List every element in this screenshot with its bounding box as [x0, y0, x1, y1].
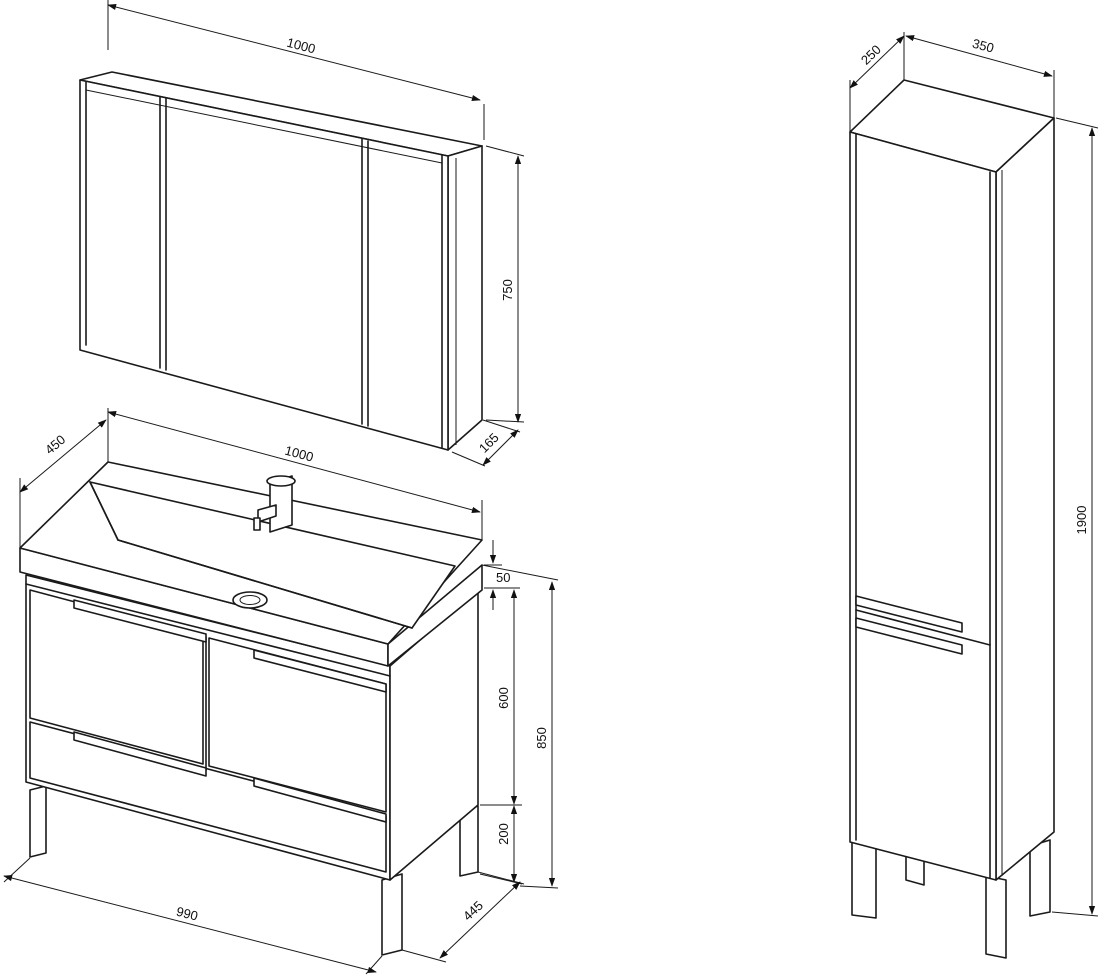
sink-thickness-label: 50: [496, 570, 510, 585]
tall-cabinet-leg: [851, 841, 877, 919]
tall-cabinet-leg: [1029, 839, 1051, 917]
drain-icon: [232, 591, 268, 609]
mirror-cabinet: [79, 71, 483, 451]
vanity-width-label: 1000: [283, 443, 315, 465]
base-width-label: 990: [175, 904, 200, 924]
dimension-lines: [3, 0, 1099, 975]
base-depth-label: 445: [460, 898, 486, 924]
tall-width-label: 350: [971, 36, 996, 56]
total-height-label: 850: [534, 727, 549, 749]
legs-height-label: 200: [496, 823, 511, 845]
tall-cabinet-handle: [855, 617, 963, 655]
vanity-depth-label: 450: [42, 432, 68, 457]
tall-depth-label: 250: [858, 42, 884, 68]
vanity-leg: [29, 785, 47, 858]
tall-cabinet-handle: [855, 595, 963, 633]
vanity-unit: [19, 461, 483, 956]
mirror-depth-label: 165: [476, 430, 502, 456]
door-handle: [253, 649, 387, 693]
vanity-leg: [381, 873, 403, 956]
door-handle: [73, 599, 207, 643]
tall-cabinet: [849, 79, 1055, 959]
mirror-width-label: 1000: [285, 35, 317, 57]
tall-height-label: 1900: [1074, 506, 1089, 535]
drawer-handle: [253, 777, 387, 823]
tall-cabinet-leg: [985, 875, 1007, 959]
body-height-label: 600: [496, 687, 511, 709]
drawer-handle: [73, 731, 207, 777]
mirror-height-label: 750: [500, 279, 515, 301]
